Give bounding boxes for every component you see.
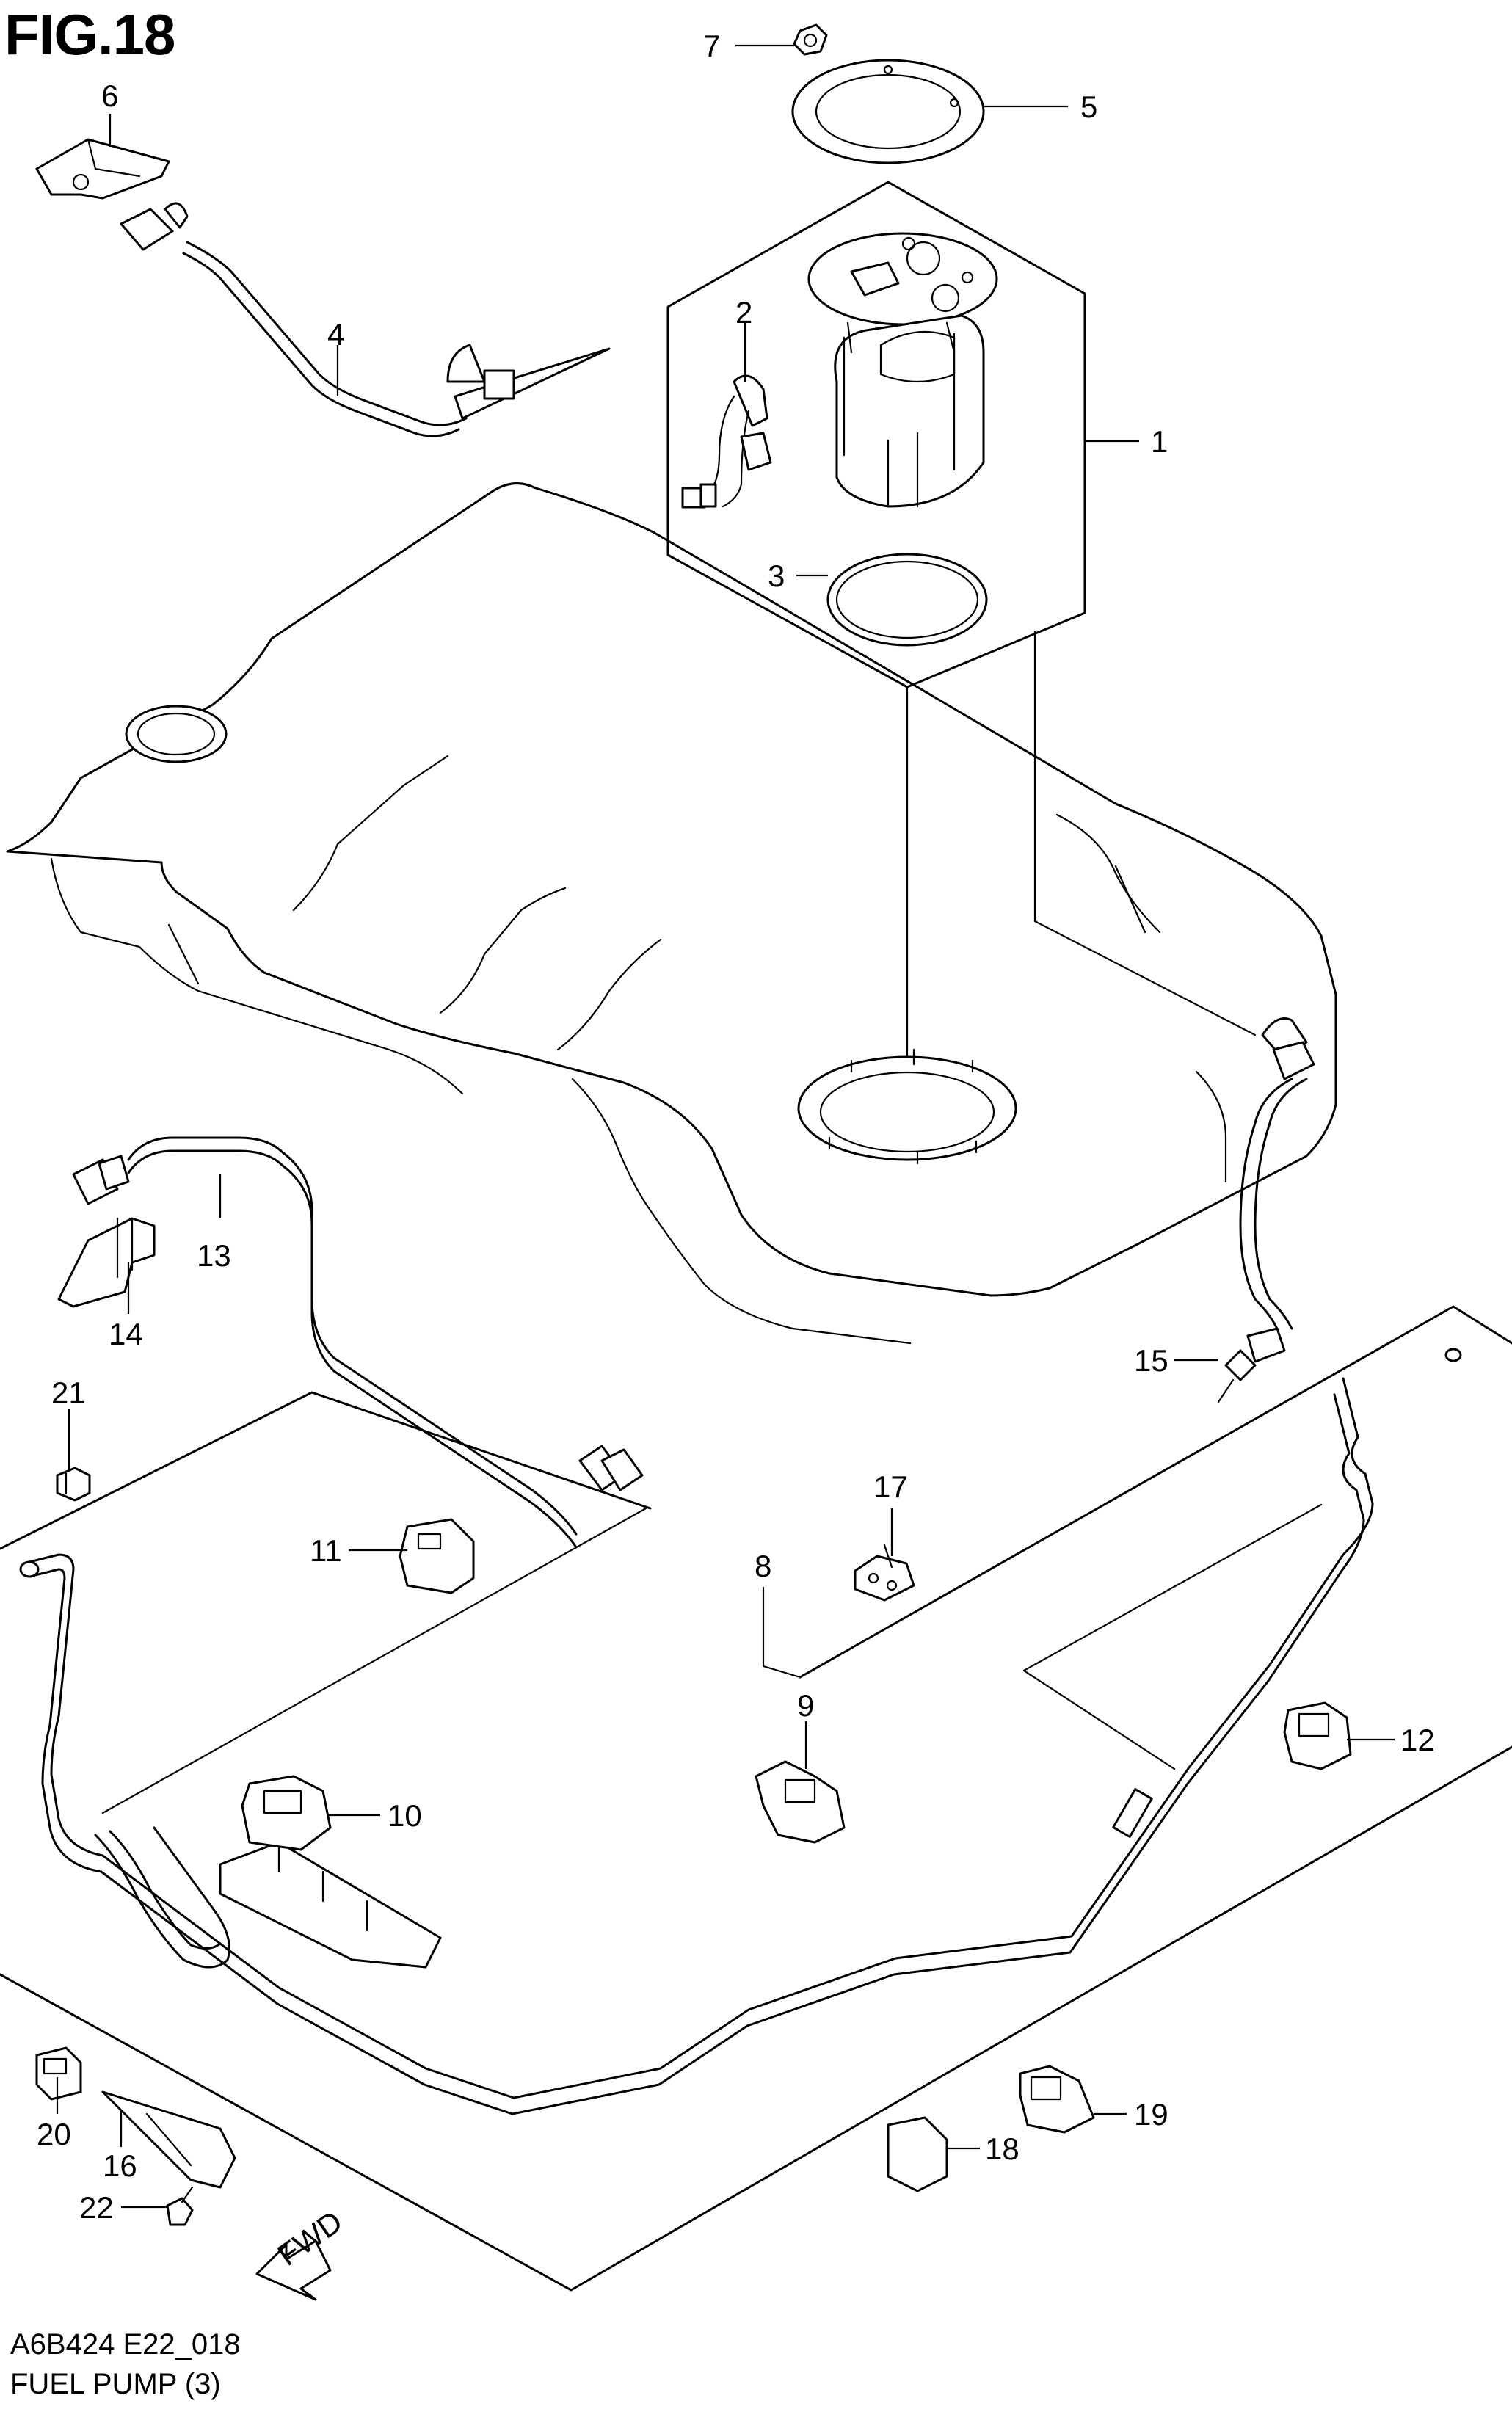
callout-17: 17: [873, 1469, 908, 1504]
part-2-fuel-level-sender: [681, 374, 772, 509]
fuel-tank: [6, 482, 1337, 1345]
part-12-clip: [1283, 1701, 1352, 1770]
callout-8: 8: [755, 1549, 771, 1583]
callout-12: 12: [1400, 1723, 1435, 1757]
callout-19: 19: [1134, 2097, 1168, 2132]
figure-title: FIG.18: [4, 2, 175, 67]
diagram-caption: FUEL PUMP (3): [10, 2368, 221, 2400]
callout-6: 6: [101, 79, 118, 113]
part-16-protector: [101, 2090, 236, 2189]
part-18-clamp: [887, 2116, 948, 2192]
part-15-breather-hose: [1217, 1017, 1315, 1403]
part-21-clip: [56, 1467, 91, 1502]
part-17-clamp: [854, 1544, 915, 1602]
callout-1: 1: [1151, 424, 1168, 459]
callout-10: 10: [388, 1798, 422, 1833]
leader-lines: [56, 44, 1395, 2209]
callout-labels: 7 5 6 4 2 1 3 13 14 15 21 17 8 11 9 10 1…: [37, 29, 1435, 2225]
part-10-clip: [241, 1775, 332, 1851]
part-11-clamp: [399, 1518, 475, 1594]
part-1-fuel-pump-module: [807, 232, 998, 508]
part-13-fuel-hose: [72, 1136, 644, 1549]
part-6-bracket: [35, 138, 170, 200]
part-3-gasket: [826, 553, 988, 647]
callout-9: 9: [797, 1688, 814, 1723]
diagram-code: A6B424 E22_018: [10, 2328, 241, 2361]
callout-16: 16: [103, 2148, 137, 2183]
part-8-fuel-line-boundary: [0, 1305, 1512, 2292]
callout-4: 4: [327, 317, 344, 352]
callout-20: 20: [37, 2117, 71, 2151]
part-9-clip: [755, 1760, 846, 1844]
part-14-clip: [57, 1217, 156, 1308]
part-20-clip: [35, 2046, 82, 2101]
part-19-clip: [1019, 2065, 1095, 2134]
callout-5: 5: [1080, 90, 1097, 124]
assembly-center-lines: [906, 630, 1257, 1113]
part-5-retaining-ring: [791, 59, 985, 164]
part-7-nut: [793, 23, 828, 56]
callout-18: 18: [985, 2132, 1019, 2166]
forward-direction-arrow: FWD: [255, 2204, 349, 2301]
callout-2: 2: [735, 295, 752, 330]
fuel-line-pipes: [19, 1348, 1462, 2115]
part-4-vent-hose: [120, 202, 611, 437]
callout-21: 21: [51, 1376, 86, 1410]
callout-13: 13: [197, 1238, 231, 1273]
callout-11: 11: [310, 1533, 342, 1568]
callout-22: 22: [79, 2190, 114, 2225]
callout-15: 15: [1134, 1343, 1168, 1378]
callout-14: 14: [109, 1317, 143, 1351]
callout-3: 3: [768, 559, 785, 593]
part-22-bolt: [166, 2186, 194, 2226]
callout-7: 7: [703, 29, 720, 63]
